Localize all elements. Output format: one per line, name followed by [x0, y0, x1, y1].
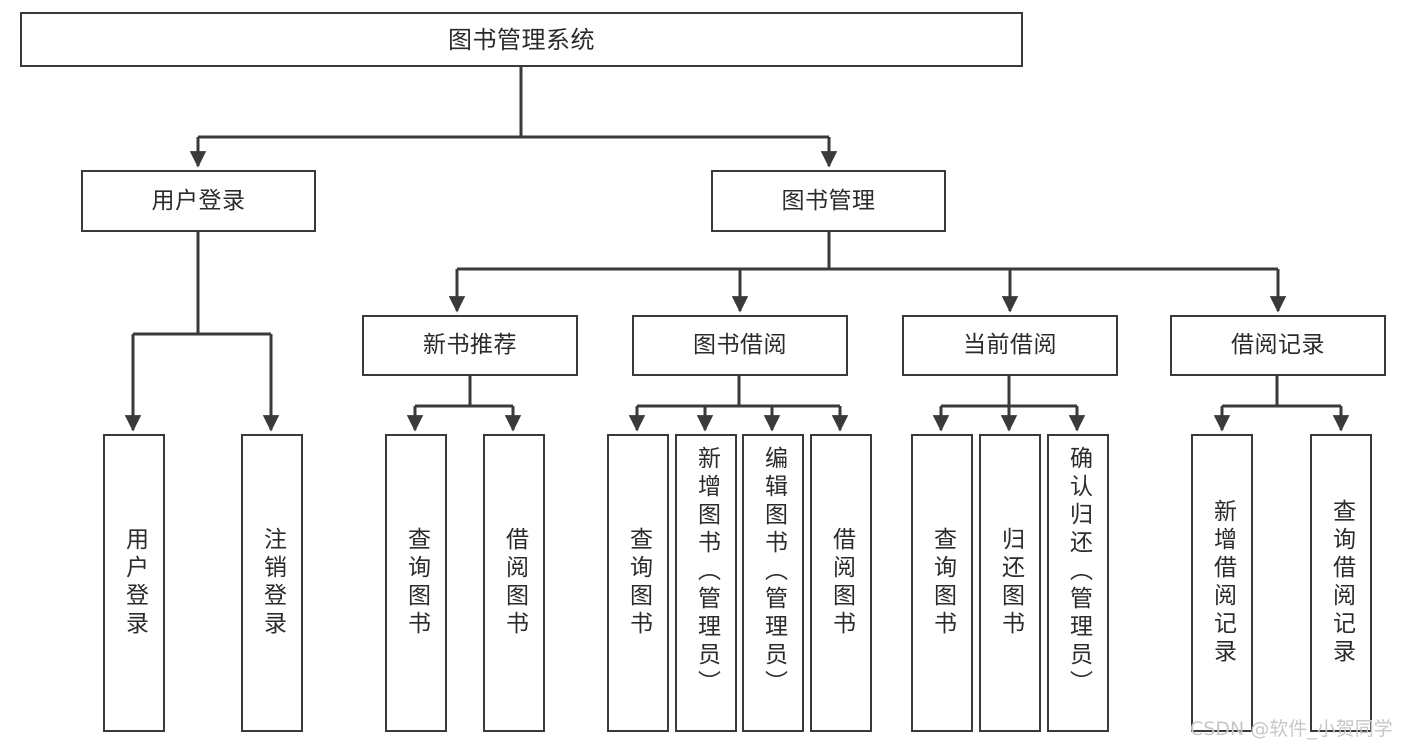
node-label: 用户登录	[151, 187, 246, 214]
node-label: 图书管理系统	[448, 25, 595, 54]
node-label: 新增图书（管理员）	[693, 446, 720, 698]
node-label: 新书推荐	[423, 332, 517, 359]
node-root-system[interactable]: 图书管理系统	[20, 12, 1023, 67]
node-label: 查询图书	[625, 527, 652, 639]
node-book-management[interactable]: 图书管理	[711, 170, 946, 232]
node-user-login[interactable]: 用户登录	[81, 170, 316, 232]
leaf-current-return-book[interactable]: 归还图书	[979, 434, 1041, 732]
node-label: 用户登录	[121, 527, 148, 639]
leaf-user-login-signout[interactable]: 注销登录	[241, 434, 303, 732]
node-new-book-recommend[interactable]: 新书推荐	[362, 315, 578, 376]
node-label: 编辑图书（管理员）	[760, 446, 787, 698]
node-book-borrow[interactable]: 图书借阅	[632, 315, 848, 376]
csdn-watermark: CSDN @软件_小贺同学	[1190, 718, 1393, 740]
node-label: 确认归还（管理员）	[1065, 446, 1092, 698]
node-label: 归还图书	[997, 527, 1024, 639]
leaf-borrow-edit-book-admin[interactable]: 编辑图书（管理员）	[742, 434, 804, 732]
node-label: 查询图书	[403, 527, 430, 639]
leaf-current-query-book[interactable]: 查询图书	[911, 434, 973, 732]
node-current-borrow[interactable]: 当前借阅	[902, 315, 1118, 376]
leaf-borrow-query-book[interactable]: 查询图书	[607, 434, 669, 732]
leaf-user-login-signin[interactable]: 用户登录	[103, 434, 165, 732]
leaf-current-confirm-return-admin[interactable]: 确认归还（管理员）	[1047, 434, 1109, 732]
node-label: 图书借阅	[693, 332, 787, 359]
node-label: 借阅图书	[501, 527, 528, 639]
node-label: 图书管理	[781, 187, 876, 214]
node-label: 注销登录	[259, 527, 286, 639]
leaf-records-add-record[interactable]: 新增借阅记录	[1191, 434, 1253, 732]
node-label: 新增借阅记录	[1209, 499, 1236, 667]
leaf-new-book-query[interactable]: 查询图书	[385, 434, 447, 732]
leaf-borrow-add-book-admin[interactable]: 新增图书（管理员）	[675, 434, 737, 732]
leaf-records-query-record[interactable]: 查询借阅记录	[1310, 434, 1372, 732]
node-label: 当前借阅	[963, 332, 1057, 359]
node-label: 查询图书	[929, 527, 956, 639]
node-label: 借阅记录	[1231, 332, 1325, 359]
node-label: 借阅图书	[828, 527, 855, 639]
leaf-new-book-borrow[interactable]: 借阅图书	[483, 434, 545, 732]
leaf-borrow-borrow-book[interactable]: 借阅图书	[810, 434, 872, 732]
node-borrow-records[interactable]: 借阅记录	[1170, 315, 1386, 376]
node-label: 查询借阅记录	[1328, 499, 1355, 667]
